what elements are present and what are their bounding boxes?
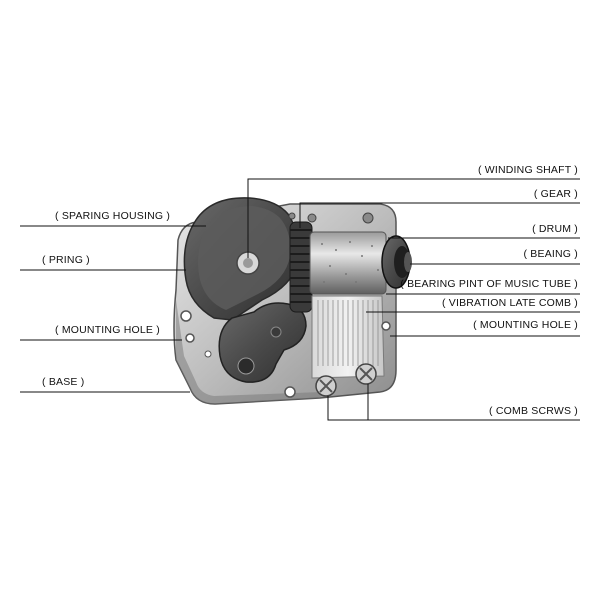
drum-pins xyxy=(321,241,379,283)
governor-hole xyxy=(237,357,255,375)
governor-pin xyxy=(270,326,282,338)
bracket-hole-3 xyxy=(288,212,296,220)
label-comb-screws: ( COMB SCRWS ) xyxy=(489,405,578,417)
gear-wheel xyxy=(289,221,313,313)
label-winding-shaft: ( WINDING SHAFT ) xyxy=(477,164,578,176)
leader-comb-screws xyxy=(327,396,580,421)
label-mounting-hole-left: ( MOUNTING HOLE ) xyxy=(55,324,160,336)
leader-gear xyxy=(299,202,580,228)
mounting-hole-left-3 xyxy=(204,350,212,358)
drum xyxy=(309,231,387,295)
mounting-hole-left-upper xyxy=(180,310,192,322)
mounting-hole-right xyxy=(381,321,391,331)
comb-teeth xyxy=(317,300,379,366)
label-bearing-point: ( BEARING PINT OF MUSIC TUBE ) xyxy=(400,278,578,290)
bracket-hole-1 xyxy=(307,213,317,223)
label-base: ( BASE ) xyxy=(42,376,85,388)
comb-screw-right xyxy=(355,363,377,385)
callout-lines xyxy=(20,178,580,421)
label-gear: ( GEAR ) xyxy=(533,188,578,200)
mounting-hole-left-lower xyxy=(185,333,195,343)
base-shadow xyxy=(176,300,322,404)
label-mounting-hole-right: ( MOUNTING HOLE ) xyxy=(473,319,578,331)
label-drum: ( DRUM ) xyxy=(532,223,578,235)
label-vibration-comb: ( VIBRATION LATE COMB ) xyxy=(441,297,578,309)
mounting-hole-bottom xyxy=(284,386,296,398)
comb-screw-left xyxy=(315,375,337,397)
label-spring: ( PRING ) xyxy=(42,254,90,266)
bracket-hole-2 xyxy=(362,212,374,224)
label-bearing: ( BEAING ) xyxy=(523,248,578,260)
leader-winding-shaft xyxy=(247,178,580,258)
label-spring-housing: ( SPARING HOUSING ) xyxy=(55,210,171,222)
